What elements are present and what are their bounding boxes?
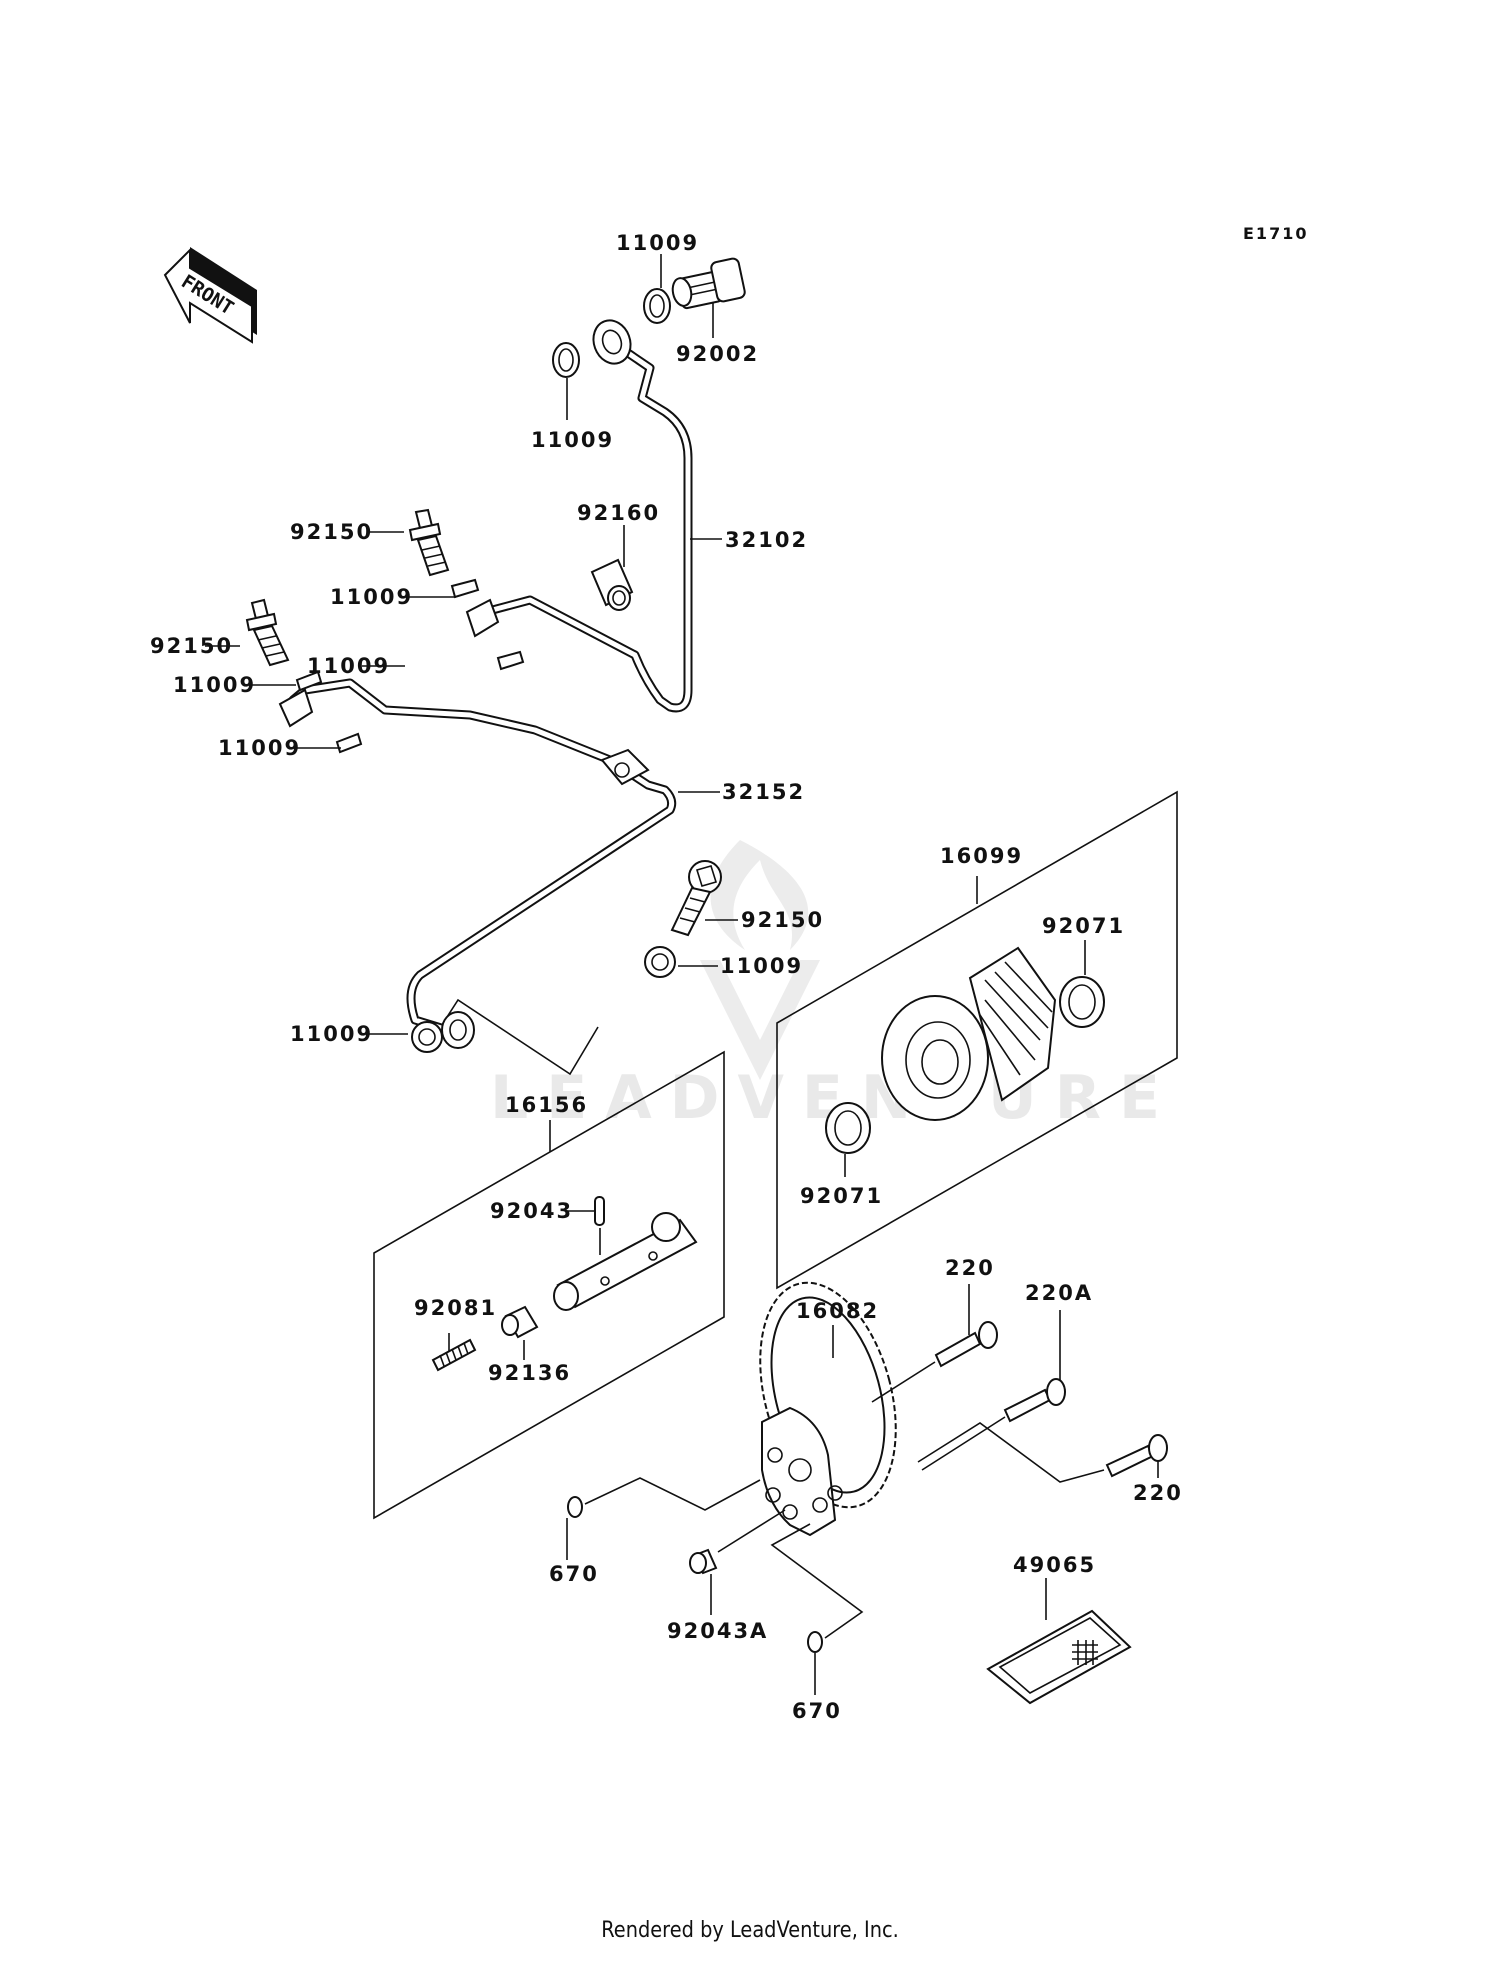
callout-label: 670 bbox=[549, 1562, 599, 1586]
callout-label: 11009 bbox=[307, 654, 390, 678]
leader-lines bbox=[205, 254, 1159, 1695]
bolt-220-a bbox=[871, 1321, 998, 1403]
callout-label: 11009 bbox=[173, 673, 256, 697]
o-ring-92071-b bbox=[825, 1102, 871, 1154]
bolt-220A bbox=[921, 1378, 1066, 1471]
relief-valve-16156 bbox=[553, 1212, 698, 1311]
callout-label: 11009 bbox=[290, 1022, 373, 1046]
filter-panel-16099 bbox=[776, 790, 1178, 1290]
banjo-bolt-92002 bbox=[671, 257, 746, 310]
gasket-49065 bbox=[986, 1609, 1132, 1705]
callout-label: 92071 bbox=[800, 1184, 883, 1208]
valve-panel-16156 bbox=[373, 1050, 725, 1520]
callout-label: 92002 bbox=[676, 342, 759, 366]
washer-11009-a bbox=[450, 578, 480, 599]
washer-11009-b bbox=[496, 650, 525, 671]
front-arrow-icon: FRONT bbox=[163, 247, 257, 344]
washer-11009-c bbox=[295, 670, 323, 692]
watermark-text: LEADVENTURE bbox=[490, 1063, 1178, 1133]
bolt-220-b bbox=[917, 1422, 1168, 1483]
callout-label: 11009 bbox=[330, 585, 413, 609]
callout-label: 11009 bbox=[218, 736, 301, 760]
pin-92043 bbox=[594, 1196, 605, 1255]
callout-label: 670 bbox=[792, 1699, 842, 1723]
bolt-92150-b bbox=[245, 598, 290, 667]
callout-label: 92136 bbox=[488, 1361, 571, 1385]
washer-11009-top bbox=[643, 288, 671, 324]
callout-label: 92071 bbox=[1042, 914, 1125, 938]
bolt-92150-c bbox=[670, 860, 722, 937]
sleeve-92160 bbox=[590, 558, 634, 611]
collar-92136 bbox=[501, 1305, 539, 1339]
oil-pipe-32152 bbox=[278, 678, 677, 1049]
oil-pipe-32102 bbox=[465, 319, 693, 713]
oil-pump-16082 bbox=[759, 1281, 897, 1537]
callout-label: 92150 bbox=[290, 520, 373, 544]
callout-label: 92160 bbox=[577, 501, 660, 525]
o-ring-670-b bbox=[770, 1523, 864, 1653]
callout-label: 220A bbox=[1025, 1281, 1093, 1305]
callout-label: 16099 bbox=[940, 844, 1023, 868]
o-ring-92071-a bbox=[1059, 976, 1105, 1028]
callout-label: 16082 bbox=[796, 1299, 879, 1323]
callout-label: 11009 bbox=[720, 954, 803, 978]
oil-filter-16099 bbox=[881, 946, 1057, 1121]
callout-label: 220 bbox=[945, 1256, 995, 1280]
callout-label: 32102 bbox=[725, 528, 808, 552]
washer-11009-left bbox=[552, 342, 580, 378]
footer-credit: Rendered by LeadVenture, Inc. bbox=[601, 1918, 899, 1943]
bolt-92150-a bbox=[408, 508, 450, 577]
callout-label: 92150 bbox=[150, 634, 233, 658]
spring-92081 bbox=[431, 1338, 477, 1372]
callout-label: 11009 bbox=[531, 428, 614, 452]
washer-11009-d bbox=[335, 732, 363, 754]
watermark: LEADVENTURE bbox=[490, 840, 1178, 1133]
washer-11009-e bbox=[644, 946, 676, 978]
callout-label: 11009 bbox=[616, 231, 699, 255]
callout-label: 49065 bbox=[1013, 1553, 1096, 1577]
callout-label: 220 bbox=[1133, 1481, 1183, 1505]
callout-label: 92043 bbox=[490, 1199, 573, 1223]
o-ring-670-a bbox=[567, 1477, 761, 1518]
callout-label: 92081 bbox=[414, 1296, 497, 1320]
callout-label: 92150 bbox=[741, 908, 824, 932]
dowel-92043A bbox=[689, 1509, 786, 1575]
callout-label: 32152 bbox=[722, 780, 805, 804]
diagram-code: E1710 bbox=[1243, 224, 1308, 243]
callout-label: 16156 bbox=[505, 1093, 588, 1117]
callout-labels: 11009 92002 11009 92160 32102 92150 1100… bbox=[150, 231, 1183, 1723]
washer-11009-f bbox=[411, 1021, 443, 1053]
callout-label: 92043A bbox=[667, 1619, 768, 1643]
